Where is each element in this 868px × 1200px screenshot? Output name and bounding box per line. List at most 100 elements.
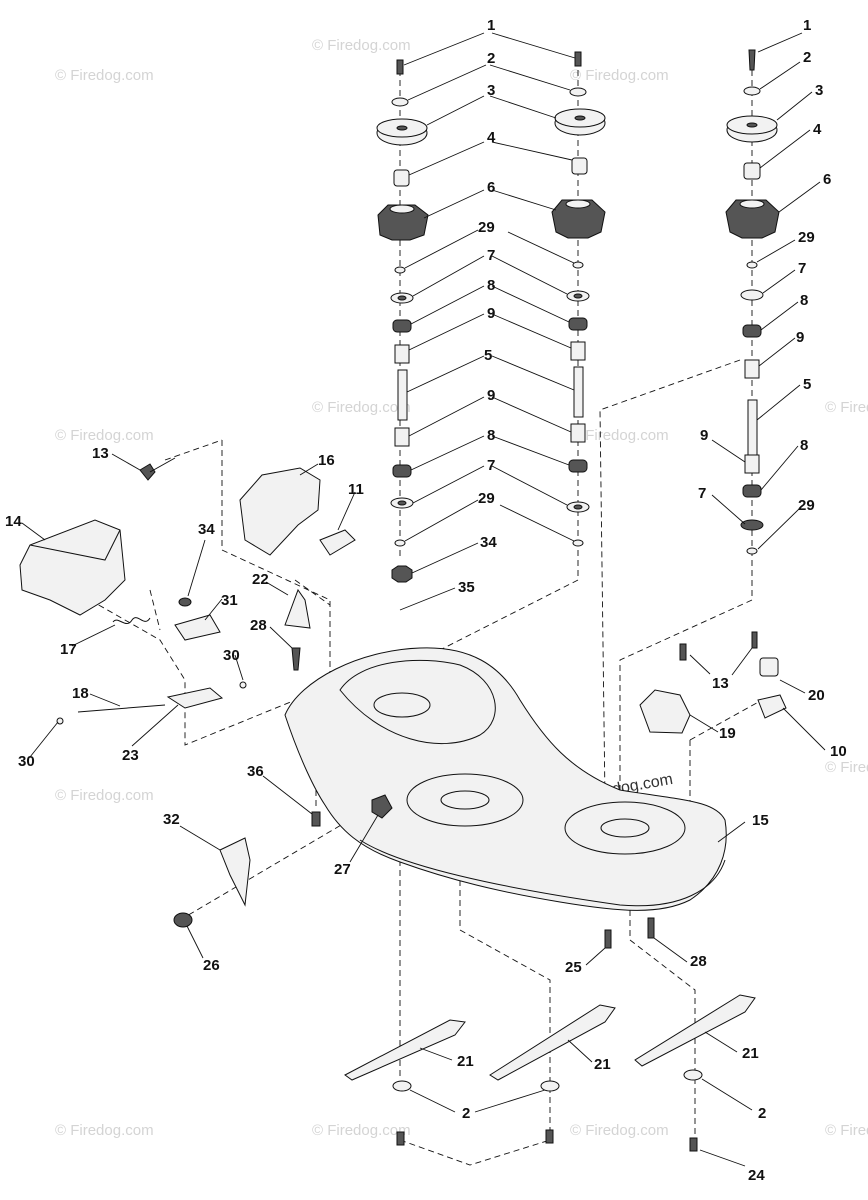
washer-part: [683, 1069, 703, 1081]
watermark: © Firedog.com: [825, 1122, 868, 1139]
callout-21: 21: [594, 1056, 611, 1073]
bolt-part: [291, 647, 301, 671]
callout-13: 13: [712, 675, 729, 692]
washer-part: [743, 86, 761, 96]
bolt-part: [139, 463, 156, 481]
deck-shell-part: [284, 647, 727, 911]
bolt-part: [604, 929, 612, 949]
watermark: © Firedog.com: [312, 37, 411, 54]
spacer-part: [744, 454, 760, 474]
callout-14: 14: [5, 513, 22, 530]
seal-part: [394, 266, 406, 274]
mower-deck: [284, 647, 727, 911]
washer-part: [392, 1080, 412, 1092]
callout-15: 15: [752, 812, 769, 829]
callout-1: 1: [803, 17, 811, 34]
callout-30: 30: [18, 753, 35, 770]
watermark: © Firedog.com: [312, 399, 411, 416]
leader-lines: [21, 32, 826, 1167]
blade-part: [344, 1019, 466, 1081]
washer-part: [540, 1080, 560, 1092]
nut-part: [391, 565, 413, 583]
callout-29: 29: [478, 490, 495, 507]
watermark: © Firedog.com: [825, 759, 868, 776]
callout-9: 9: [487, 305, 495, 322]
seal-part: [746, 261, 758, 269]
callout-17: 17: [60, 641, 77, 658]
callout-9: 9: [700, 427, 708, 444]
callout-32: 32: [163, 811, 180, 828]
callout-8: 8: [800, 292, 808, 309]
deck-bracket-part: [371, 794, 393, 819]
callout-20: 20: [808, 687, 825, 704]
callout-9: 9: [796, 329, 804, 346]
watermark: © Firedog.com: [825, 399, 868, 416]
belt-guard-part: [239, 467, 321, 556]
callout-9: 9: [487, 387, 495, 404]
callout-19: 19: [719, 725, 736, 742]
callout-8: 8: [800, 437, 808, 454]
callout-35: 35: [458, 579, 475, 596]
spacer-part: [571, 157, 588, 175]
callout-7: 7: [798, 260, 806, 277]
bracket-part: [166, 687, 224, 709]
callout-4: 4: [487, 129, 496, 146]
callout-34: 34: [198, 521, 215, 538]
blades: [344, 994, 756, 1152]
washer-part: [391, 97, 409, 107]
left-components: [19, 457, 356, 928]
watermark: © Firedog.com: [570, 67, 669, 84]
bearing-part: [568, 317, 588, 331]
spacer-tube-part: [397, 369, 408, 421]
callout-10: 10: [830, 743, 847, 760]
spacer-tube-part: [573, 366, 584, 418]
clip-part: [239, 681, 247, 689]
callout-2: 2: [462, 1105, 470, 1122]
blade-part: [634, 994, 756, 1067]
spacer-part: [394, 427, 410, 447]
bearing-part: [742, 324, 762, 338]
spindle-housing-part: [725, 199, 780, 239]
seal-part: [394, 539, 406, 547]
callout-21: 21: [742, 1045, 759, 1062]
nut-part: [178, 597, 192, 607]
callout-8: 8: [487, 427, 495, 444]
callout-28: 28: [250, 617, 267, 634]
shield-part: [740, 289, 764, 301]
spacer-tube-part: [747, 399, 758, 456]
bolt-part: [748, 49, 756, 71]
bolt-part: [647, 917, 655, 939]
spring-part: [112, 617, 151, 625]
callout-29: 29: [798, 229, 815, 246]
callout-2: 2: [803, 49, 811, 66]
bearing-part: [568, 459, 588, 473]
callout-28: 28: [690, 953, 707, 970]
bolt-part: [679, 643, 687, 661]
callout-2: 2: [758, 1105, 766, 1122]
blade-part: [489, 1004, 616, 1081]
callout-30: 30: [223, 647, 240, 664]
callout-8: 8: [487, 277, 495, 294]
bracket-part: [219, 837, 251, 907]
callout-3: 3: [487, 82, 495, 99]
watermark: © Firedog.com: [55, 1122, 154, 1139]
idler-part: [639, 689, 691, 734]
bracket-part: [319, 529, 356, 556]
callout-6: 6: [487, 179, 495, 196]
spindle-housing-part: [551, 199, 606, 239]
bolt-part: [574, 51, 582, 67]
callout-36: 36: [247, 763, 264, 780]
callout-29: 29: [478, 219, 495, 236]
plate-part: [757, 694, 787, 719]
seal-part: [572, 539, 584, 547]
seal-part: [746, 547, 758, 555]
washer-part: [569, 87, 587, 97]
bolt-part: [396, 1131, 405, 1146]
callout-31: 31: [221, 592, 238, 609]
callout-23: 23: [122, 747, 139, 764]
callout-21: 21: [457, 1053, 474, 1070]
spacer-part: [570, 341, 586, 361]
watermark: © Firedog.com: [570, 427, 669, 444]
shield-part: [740, 519, 764, 531]
